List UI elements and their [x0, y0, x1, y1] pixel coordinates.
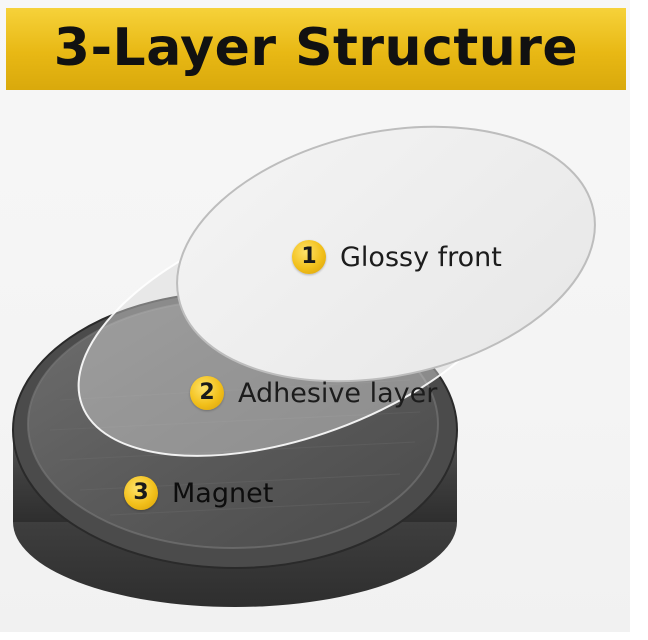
title-banner: 3-Layer Structure: [6, 8, 626, 90]
layer-label-glossy-front: 1 Glossy front: [292, 240, 502, 274]
banner-title: 3-Layer Structure: [53, 18, 579, 78]
layer-name-glossy-front: Glossy front: [340, 241, 502, 273]
layer-name-adhesive: Adhesive layer: [238, 377, 438, 409]
number-badge-1: 1: [292, 240, 326, 274]
layer-name-magnet: Magnet: [172, 477, 274, 509]
number-badge-3: 3: [124, 476, 158, 510]
layer-label-adhesive: 2 Adhesive layer: [190, 376, 437, 410]
number-badge-2: 2: [190, 376, 224, 410]
glossy-front-film: [176, 125, 596, 383]
product-image-frame: 3-Layer Structure: [0, 0, 630, 632]
layer-label-magnet: 3 Magnet: [124, 476, 273, 510]
layer-illustration: [12, 125, 596, 607]
